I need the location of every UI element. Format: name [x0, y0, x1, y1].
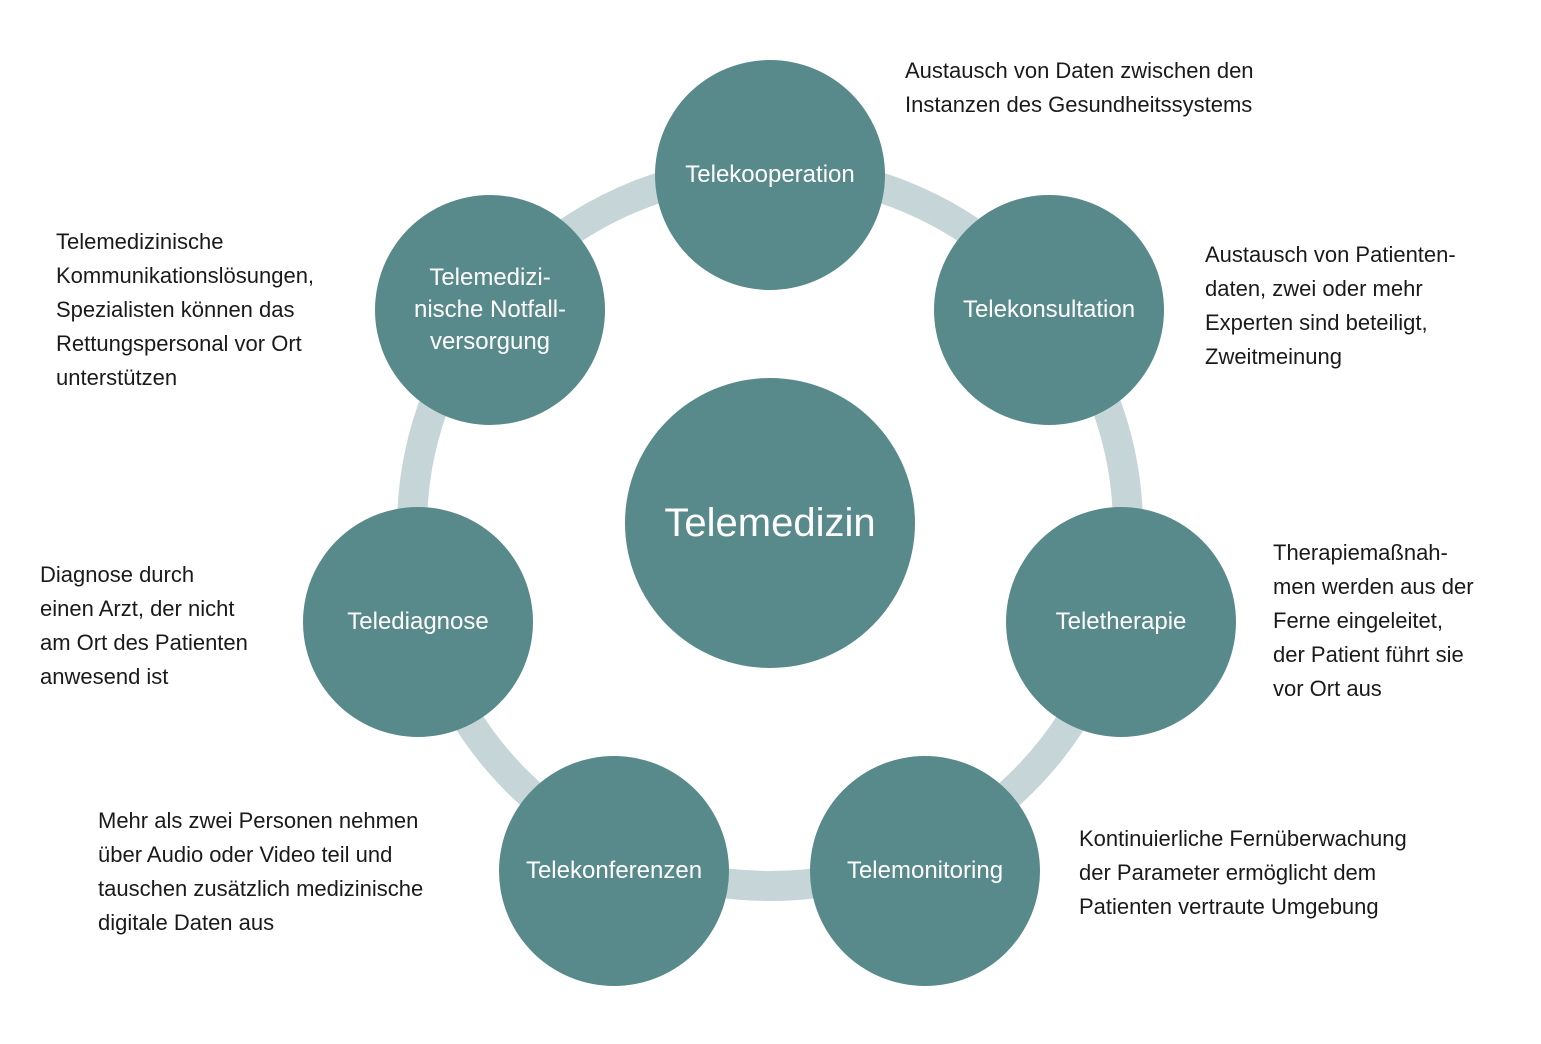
node-telekonferenzen: Telekonferenzen: [499, 756, 729, 986]
description-teletherapie: Therapiemaßnah- men werden aus der Ferne…: [1273, 540, 1474, 701]
node-teletherapie: Teletherapie: [1006, 507, 1236, 737]
node-label-telediagnose: Telediagnose: [347, 608, 489, 635]
node-label-teletherapie: Teletherapie: [1055, 608, 1187, 635]
description-telediagnose: Diagnose durch einen Arzt, der nicht am …: [40, 562, 248, 689]
description-notfallversorgung: Telemedizinische Kommunikationslösungen,…: [56, 229, 315, 390]
center-node-telemedizin: Telemedizin: [625, 378, 915, 668]
node-label-telekonferenzen: Telekonferenzen: [525, 857, 703, 884]
node-telediagnose: Telediagnose: [303, 507, 533, 737]
description-telemonitoring: Kontinuierliche Fernüberwachung der Para…: [1079, 826, 1407, 919]
node-label-telekooperation: Telekooperation: [685, 161, 855, 188]
node-telemonitoring: Telemonitoring: [810, 756, 1040, 986]
description-telekonferenzen: Mehr als zwei Personen nehmen über Audio…: [98, 808, 424, 935]
node-label-notfallversorgung: Telemedizi- nische Notfall- versorgung: [413, 264, 567, 355]
center-label: Telemedizin: [664, 501, 876, 545]
description-telekonsultation: Austausch von Patienten- daten, zwei ode…: [1205, 242, 1456, 369]
node-notfallversorgung: Telemedizi- nische Notfall- versorgung: [375, 195, 605, 425]
node-label-telemonitoring: Telemonitoring: [846, 857, 1004, 884]
node-telekooperation: Telekooperation: [655, 60, 885, 290]
node-telekonsultation: Telekonsultation: [934, 195, 1164, 425]
description-telekooperation: Austausch von Daten zwischen den Instanz…: [905, 58, 1254, 117]
node-label-telekonsultation: Telekonsultation: [962, 296, 1136, 323]
